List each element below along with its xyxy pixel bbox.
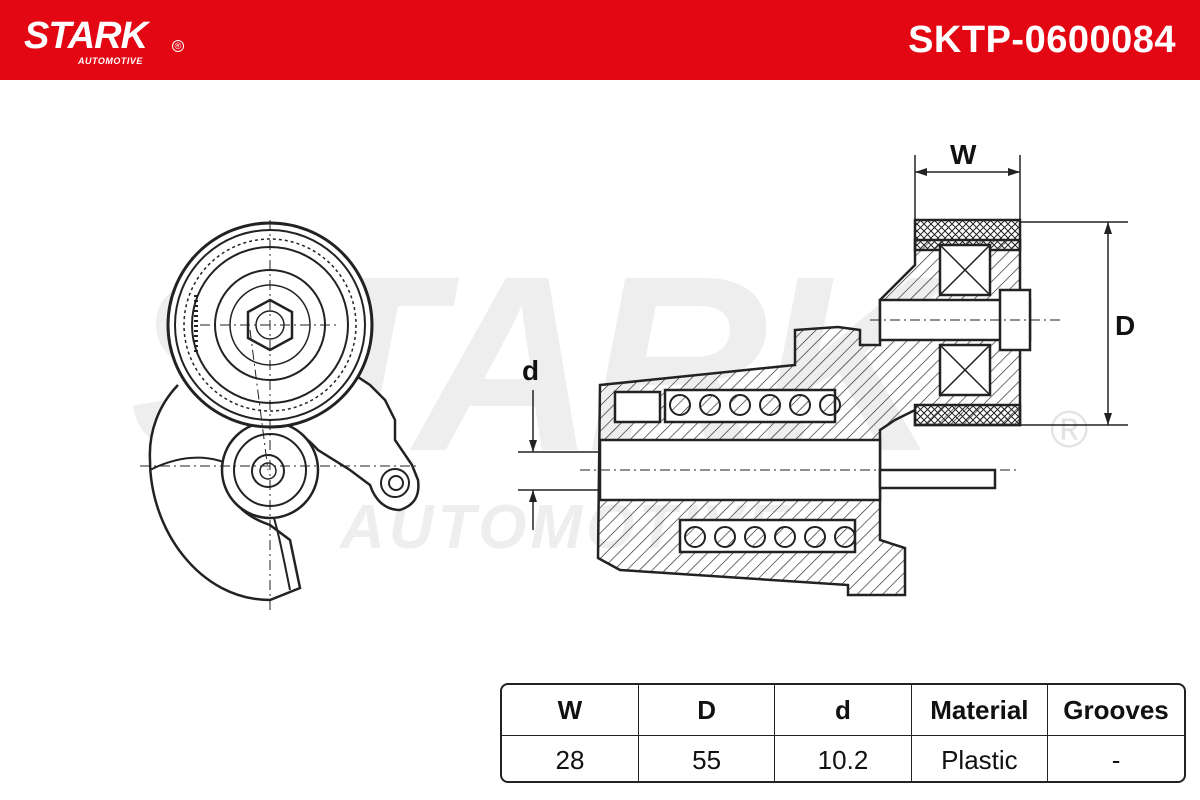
value-material: Plastic (911, 735, 1049, 781)
logo-registered-mark: ® (172, 40, 184, 52)
value-w: 28 (502, 735, 639, 781)
section-view (580, 218, 1060, 597)
dimension-lines (518, 155, 1128, 530)
dimension-d-bore-label: d (522, 355, 540, 386)
front-view (140, 220, 420, 610)
value-d-outer: 55 (638, 735, 776, 781)
part-number: SKTP-0600084 (908, 19, 1176, 61)
specs-value-row: 28 55 10.2 Plastic - (502, 735, 1184, 781)
header-bar: STARK ® AUTOMOTIVE SKTP-0600084 (0, 0, 1200, 80)
logo-subtext: AUTOMOTIVE (78, 56, 143, 66)
logo-text: STARK (24, 15, 148, 57)
value-grooves: - (1111, 744, 1121, 775)
header-w: W (502, 685, 639, 736)
watermark-registered: ® (1050, 401, 1088, 459)
value-d-bore: 10.2 (774, 735, 912, 781)
dimension-w-label: W (950, 139, 977, 170)
header-material: Material (911, 685, 1049, 736)
technical-drawing: STARK AUTOMOTIVE ® (0, 80, 1200, 680)
header-grooves: Grooves (1047, 685, 1184, 736)
specs-table: W D d Material Grooves 28 55 10.2 Plasti… (500, 683, 1186, 783)
header-d-outer: D (638, 685, 776, 736)
brand-logo: STARK ® AUTOMOTIVE (24, 14, 194, 70)
specs-header-row: W D d Material Grooves (502, 685, 1184, 736)
dimension-d-outer-label: D (1115, 310, 1136, 341)
header-d-bore: d (774, 685, 912, 736)
